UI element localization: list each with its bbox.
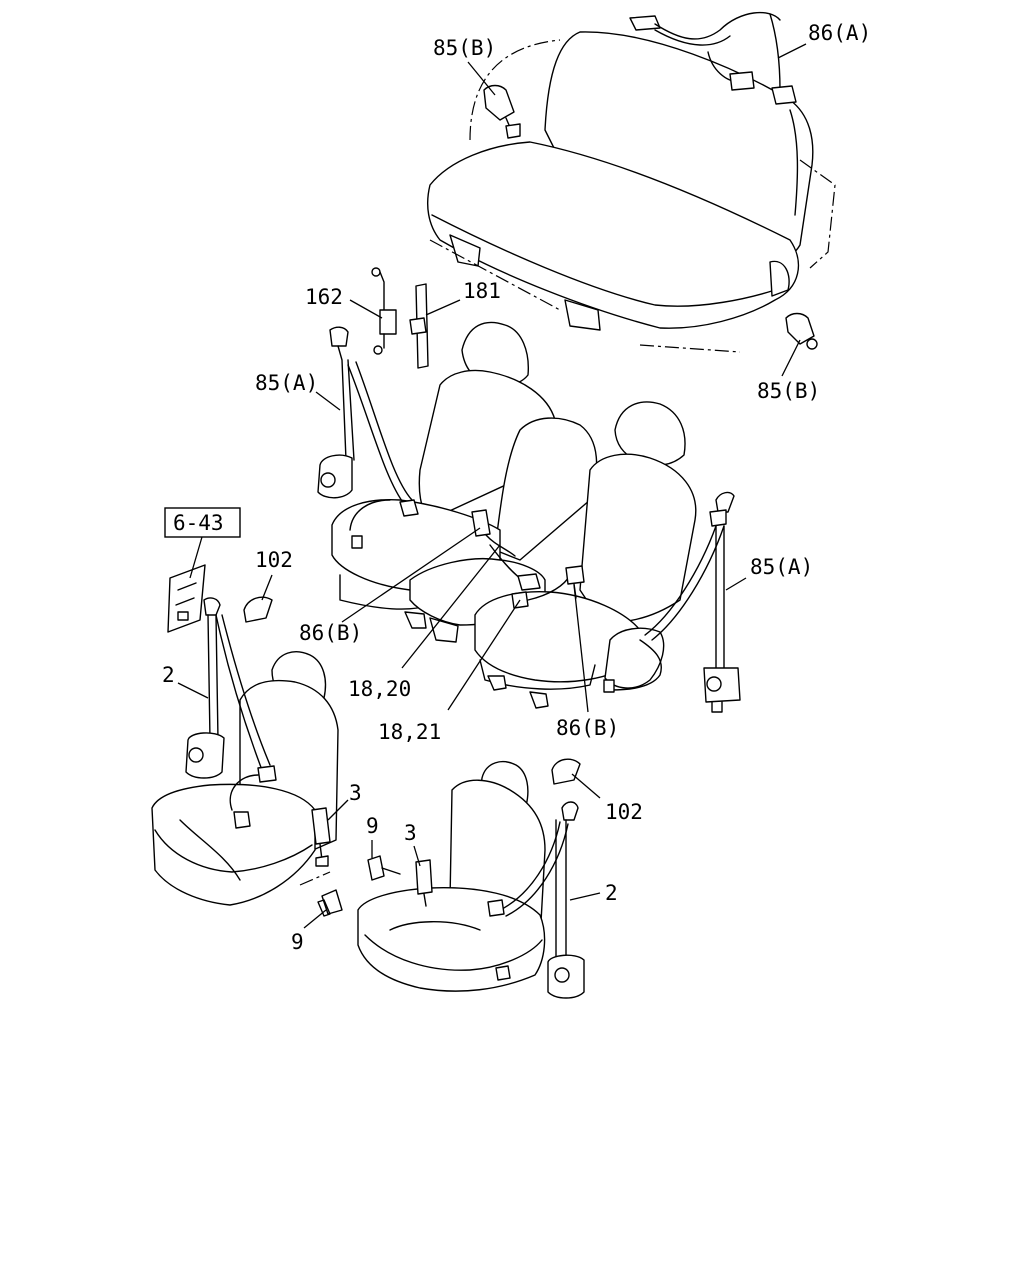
callout-86b-mid: 86(B): [299, 621, 362, 645]
callout-86b-right: 86(B): [556, 716, 619, 740]
callout-181: 181: [463, 279, 501, 303]
callout-2-left: 2: [162, 663, 175, 687]
buckle-85b-right: [785, 312, 818, 350]
middle-row-seats: [331, 321, 697, 709]
rear-center-belt-86a: [629, 11, 797, 105]
callout-18-20: 18,20: [348, 677, 411, 701]
callout-2-right: 2: [605, 881, 618, 905]
front-left-buckle-3: [299, 807, 331, 886]
trim-panel-6-43: [167, 564, 206, 633]
callout-3-left: 3: [349, 781, 362, 805]
callout-102-right: 102: [605, 800, 643, 824]
callout-18-21: 18,21: [378, 720, 441, 744]
front-left-belt-2: [185, 597, 277, 829]
anchor-bracket-162: [371, 267, 397, 355]
cover-panel-181: [409, 283, 429, 369]
callout-3-mid: 3: [404, 821, 417, 845]
callout-85b-right: 85(B): [757, 379, 820, 403]
callout-85b-top: 85(B): [433, 36, 496, 60]
bolt-9-lower: [317, 889, 343, 917]
front-right-buckle-3: [415, 859, 433, 907]
front-right-belt-2: [487, 801, 585, 999]
callout-6-43: 6-43: [173, 511, 224, 535]
rear-bench-seat: [427, 31, 836, 353]
retractor-belt-85a-left: [317, 326, 419, 549]
callout-9-mid: 9: [366, 814, 379, 838]
leader-lines: [177, 43, 807, 929]
cover-102-left: [243, 596, 273, 623]
bolt-9-mid: [367, 855, 401, 881]
callout-6-43-box: [164, 507, 241, 538]
cover-102-right: [551, 758, 581, 785]
callout-85a-left: 85(A): [255, 371, 318, 395]
callout-9-low: 9: [291, 930, 304, 954]
front-right-seat: [357, 761, 546, 992]
buckle-85b-top: [483, 84, 521, 139]
callout-85a-right: 85(A): [750, 555, 813, 579]
callout-162: 162: [305, 285, 343, 309]
retractor-belt-85a-right: [603, 491, 741, 713]
callout-86a-top: 86(A): [808, 21, 871, 45]
callout-102-left: 102: [255, 548, 293, 572]
callout-labels: 85(B) 86(A) 162 181 85(A) 85(B) 6-43 102…: [162, 21, 871, 954]
